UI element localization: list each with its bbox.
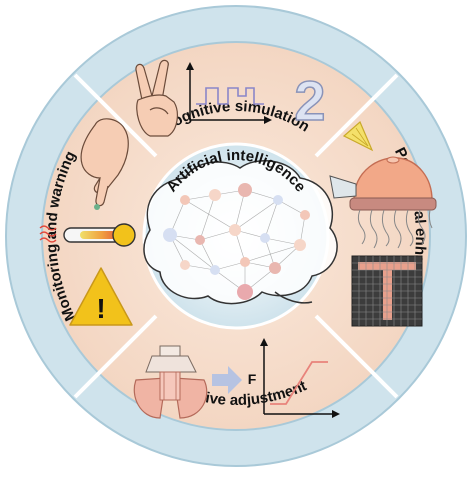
neural-nodes <box>163 183 310 300</box>
right-arrow-icon <box>212 366 242 394</box>
neuron-node <box>180 260 190 270</box>
hand-touch-icon <box>80 118 129 210</box>
neuron-node <box>273 195 283 205</box>
neuron-node <box>195 235 205 245</box>
neuron-node <box>269 262 281 274</box>
perceptual-enhancement-panel <box>329 121 437 327</box>
heat-wave-icon <box>39 225 57 243</box>
adaptive-adjustment-panel: F <box>133 338 340 419</box>
neuron-node <box>209 189 221 201</box>
monitoring-warning-panel: ! <box>39 118 136 326</box>
force-axis-label: F <box>248 371 257 387</box>
brain-stem-icon <box>274 291 313 304</box>
pixel-grid-letter-icon <box>351 255 423 327</box>
thermometer-icon <box>63 223 136 247</box>
victory-hand-icon <box>135 59 178 137</box>
force-curve-plot-icon <box>260 338 340 418</box>
soft-gripper-icon <box>133 345 208 419</box>
cognitive-simulation-panel: 2 <box>135 59 326 137</box>
digit-two-glyph: 2 <box>294 69 325 132</box>
neuron-node <box>240 257 250 267</box>
warning-exclamation: ! <box>96 293 105 324</box>
neuron-node <box>294 239 306 251</box>
neuron-node <box>210 265 220 275</box>
neuron-node <box>260 233 270 243</box>
neuron-node <box>237 284 253 300</box>
sector-dividers <box>73 73 399 399</box>
neuron-node <box>229 224 241 236</box>
neuron-node <box>238 183 252 197</box>
jellyfish-icon <box>329 156 437 249</box>
lemon-slice-icon <box>342 121 374 152</box>
neuron-node <box>300 210 310 220</box>
step-signal-plot-icon <box>186 62 272 124</box>
neuron-node <box>163 228 177 242</box>
neuron-node <box>180 195 190 205</box>
warning-triangle-icon: ! <box>69 267 133 326</box>
